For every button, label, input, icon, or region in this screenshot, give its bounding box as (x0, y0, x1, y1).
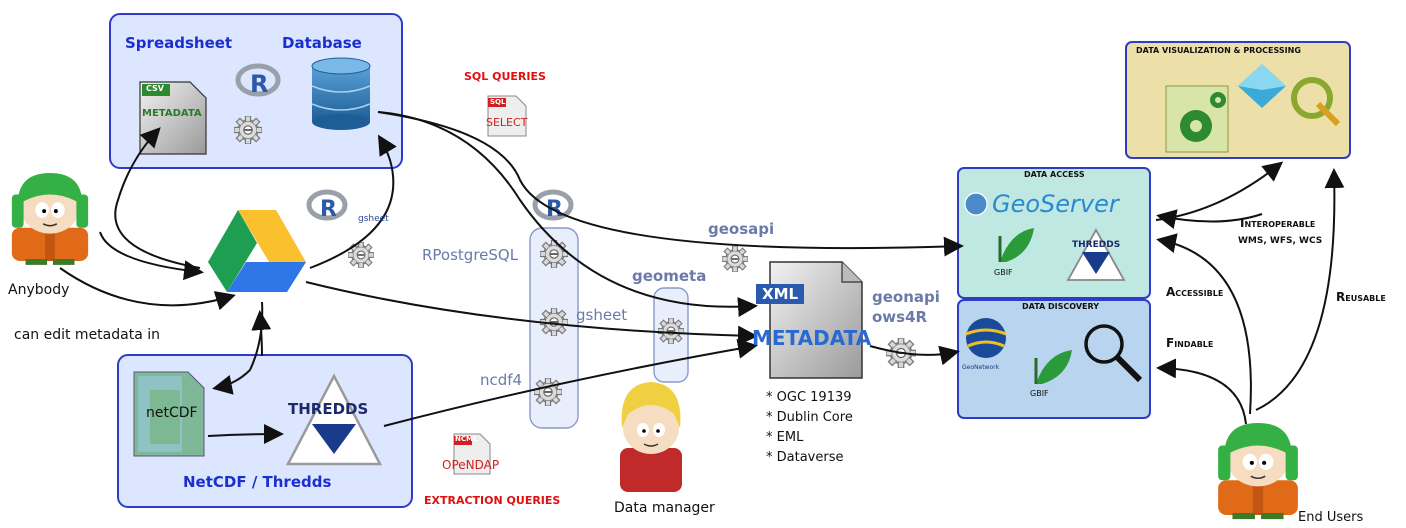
ncdf4-label: ncdf4 (480, 371, 523, 389)
xml-tag: XML (756, 284, 805, 304)
gear-icon (234, 116, 262, 144)
magnifier-icon (1084, 324, 1143, 383)
gbif-leaf-access-icon (998, 228, 1034, 262)
data-viz-box (1125, 41, 1351, 159)
accessible-arrow (1156, 233, 1252, 415)
rpostgresql-label: RPostgreSQL (422, 246, 519, 264)
ncml-tag: NCML (455, 435, 478, 443)
gbif-access-label: GBIF (994, 268, 1013, 277)
sql-tag: SQL (490, 98, 506, 106)
netcdf-icon (133, 371, 205, 457)
processing-gears-icon (1165, 85, 1229, 153)
gbif-leaf-discovery-icon (1034, 350, 1072, 384)
thredds-logo-icon (285, 373, 383, 466)
svg-text:R: R (320, 197, 337, 222)
end-users-label: End Users (1298, 510, 1364, 525)
sql-doc-icon (487, 95, 527, 137)
drive-metadata-arrow (305, 281, 758, 346)
geosapi-label: geosapi (708, 220, 775, 238)
thredds-label: THREDDS (288, 400, 369, 418)
geoserver-globe-icon (964, 192, 988, 216)
geometa-gear-icon (658, 318, 684, 344)
anybody-avatar (10, 172, 90, 266)
standard-item: * Dublin Core (766, 410, 853, 425)
ncdf4-gear-icon (534, 378, 562, 406)
ncml-doc-icon (453, 433, 491, 475)
standard-item: * EML (766, 430, 804, 445)
spreadsheet-metadata-text: METADATA (142, 108, 202, 119)
gsheet-label: gsheet (576, 306, 628, 324)
spreadsheet-label: Spreadsheet (125, 34, 233, 52)
gbif-discovery-label: GBIF (1030, 389, 1049, 398)
fair-services: WMS, WFS, WCS (1238, 236, 1323, 246)
qgis-icon (1291, 77, 1341, 127)
viz-access-arrow (1156, 209, 1263, 229)
thredds-metadata-arrow (383, 338, 758, 427)
metadata-discovery-arrow (869, 345, 960, 366)
anybody-label: Anybody (8, 282, 70, 298)
netcdf-thredds-arrow (207, 424, 284, 445)
fair-findable: Findable (1166, 336, 1214, 350)
access-viz-arrow (1155, 161, 1284, 221)
gsheet-r-label: gsheet (358, 214, 389, 224)
data-manager-avatar (620, 382, 682, 492)
spreadsheet-drive-arrow (114, 127, 201, 269)
geoserver-label: GeoServer (992, 190, 1119, 218)
fair-interoperable: Interoperable (1240, 216, 1316, 230)
metadata-standards: * OGC 19139 * Dublin Core * EML * Datave… (766, 388, 853, 468)
metadata-title: METADATA (752, 326, 872, 350)
netcdf-thredds-caption: NetCDF / Thredds (183, 473, 332, 491)
end-user-avatar (1217, 422, 1299, 520)
gsheet-gear-icon (348, 242, 374, 268)
leaflet-diamond-icon (1238, 64, 1286, 108)
database-icon (311, 57, 371, 130)
data-access-title: DATA ACCESS (1024, 170, 1085, 179)
r-logo-gsheet-icon: R (306, 189, 348, 222)
csv-tag: CSV (146, 84, 164, 93)
r-logo-icon: R (235, 63, 281, 98)
data-viz-title: DATA VISUALIZATION & PROCESSING (1136, 46, 1301, 55)
data-discovery-title: DATA DISCOVERY (1022, 302, 1100, 311)
geosapi-gear-icon (722, 246, 748, 272)
edit-caption: can edit metadata in (14, 327, 160, 343)
geonapi-label: geonapi (872, 288, 940, 306)
fair-accessible: Accessible (1166, 285, 1224, 299)
geometa-label: geometa (632, 267, 707, 285)
netcdf-label: netCDF (146, 405, 198, 421)
findable-arrow (1156, 358, 1247, 425)
sql-queries-label: SQL QUERIES (464, 70, 546, 83)
geonetwork-globe-icon (965, 318, 1007, 358)
geonetwork-label: GeoNetwork (962, 364, 1000, 371)
standard-item: * OGC 19139 (766, 390, 852, 405)
opendap-label: OPeNDAP (442, 458, 500, 472)
data-manager-label: Data manager (614, 500, 715, 516)
database-label: Database (282, 34, 362, 52)
thredds-access-icon (1066, 228, 1126, 281)
netcdf-drive-arrow (251, 310, 272, 357)
database-geoserver-arrow (377, 111, 964, 257)
select-label: SELECT (486, 116, 528, 129)
r-logo-rail-icon: R (532, 189, 574, 222)
reusable-arrow (1255, 168, 1345, 411)
thredds-access-label: THREDDS (1072, 240, 1121, 250)
standard-item: * Dataverse (766, 450, 844, 465)
svg-text:R: R (250, 70, 268, 98)
database-metadata-arrow (377, 111, 758, 318)
extraction-queries-label: EXTRACTION QUERIES (424, 494, 561, 507)
metadata-document-icon (769, 261, 863, 379)
edit-caption-arrow (59, 267, 236, 311)
rpostgresql-gear-icon (540, 240, 568, 268)
google-drive-icon (208, 210, 306, 292)
ows4r-label: ows4R (872, 308, 928, 326)
anybody-to-drive-arrow (99, 231, 204, 281)
fair-reusable: Reusable (1336, 290, 1386, 304)
drive-database-arrow (309, 134, 397, 269)
